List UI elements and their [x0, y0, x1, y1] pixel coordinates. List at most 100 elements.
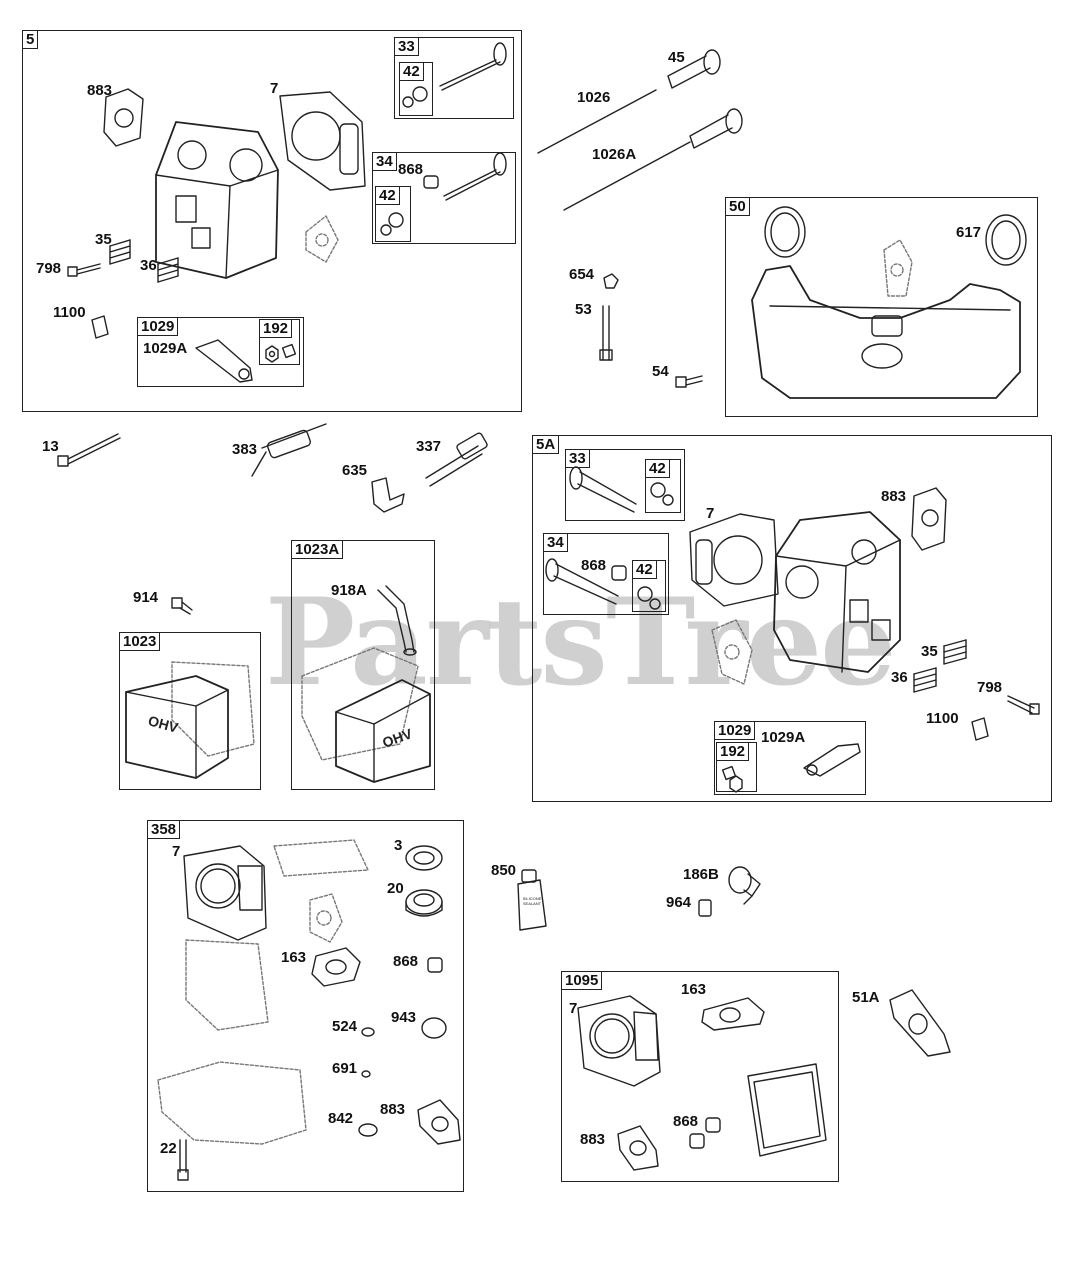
part-label-635[interactable]: 635 [342, 462, 368, 479]
part-label-186B[interactable]: 186B [683, 866, 719, 883]
part-label-883-b[interactable]: 883 [881, 488, 907, 505]
gasket-883-drawing[interactable] [103, 88, 144, 147]
head-gasket-7-drawing[interactable] [279, 91, 366, 191]
part-label-883-c[interactable]: 883 [380, 1101, 406, 1118]
kit-tag-42-d[interactable]: 42 [632, 560, 657, 579]
bolt-54-drawing[interactable] [675, 375, 703, 388]
spark-plug-wire-383-drawing[interactable] [251, 423, 327, 477]
cover-gasket-1023A-drawing[interactable] [301, 647, 419, 761]
bolt-798-drawing[interactable] [67, 263, 101, 277]
cylinder-head-b-drawing[interactable] [773, 511, 901, 673]
screw-914-drawing[interactable] [171, 597, 193, 615]
valve-34-drawing[interactable] [443, 152, 507, 201]
nut-654-drawing[interactable] [603, 273, 619, 289]
part-label-883[interactable]: 883 [87, 82, 113, 99]
intake-gasket-b-drawing[interactable] [711, 619, 753, 685]
part-label-163[interactable]: 163 [281, 949, 307, 966]
part-label-524[interactable]: 524 [332, 1018, 358, 1035]
clip-1100-drawing[interactable] [91, 315, 109, 339]
kit-tag-1023[interactable]: 1023 [119, 632, 161, 651]
part-label-850[interactable]: 850 [491, 862, 517, 879]
valve-cover-1023-drawing[interactable] [125, 675, 229, 779]
part-label-35[interactable]: 35 [95, 231, 112, 248]
oil-seal-3-drawing[interactable] [405, 845, 443, 871]
kit-tag-34[interactable]: 34 [372, 152, 397, 171]
clip-1100-b-drawing[interactable] [971, 717, 989, 741]
part-label-54[interactable]: 54 [652, 363, 669, 380]
exhaust-manifold-drawing[interactable] [751, 265, 1021, 399]
part-label-7-c[interactable]: 7 [172, 843, 181, 860]
gasket-883-b-drawing[interactable] [911, 487, 947, 551]
part-label-868[interactable]: 868 [398, 161, 424, 178]
part-label-918A[interactable]: 918A [331, 582, 367, 599]
part-label-883-d[interactable]: 883 [580, 1131, 606, 1148]
kit-tag-42-b[interactable]: 42 [375, 186, 400, 205]
kit-tag-1023A[interactable]: 1023A [291, 540, 344, 559]
part-label-798[interactable]: 798 [36, 260, 62, 277]
o-ring-943-drawing[interactable] [421, 1017, 447, 1039]
kit-tag-358[interactable]: 358 [147, 820, 181, 839]
intake-gasket-drawing[interactable] [305, 215, 339, 263]
valve-keeper-42-b-drawing[interactable] [380, 212, 404, 236]
manifold-gasket-drawing[interactable] [883, 239, 913, 297]
part-label-943[interactable]: 943 [391, 1009, 417, 1026]
push-rod-1026A-drawing[interactable] [563, 141, 691, 211]
sealant-tube-850-drawing[interactable] [517, 869, 547, 931]
crankcase-gasket-drawing[interactable] [157, 1061, 307, 1145]
o-ring-691-drawing[interactable] [361, 1070, 371, 1078]
kit-tag-1095[interactable]: 1095 [561, 971, 603, 990]
breather-186B-drawing[interactable] [728, 866, 761, 905]
kit-tag-1029-b[interactable]: 1029 [714, 721, 756, 740]
part-label-1029A-b[interactable]: 1029A [761, 729, 806, 746]
tappet-45-drawing[interactable] [667, 49, 721, 89]
valve-cover-1023A-drawing[interactable] [335, 679, 431, 783]
gasket-617-drawing[interactable] [764, 206, 1027, 266]
part-label-20[interactable]: 20 [387, 880, 404, 897]
kit-tag-50[interactable]: 50 [725, 197, 750, 216]
cover-gasket-1023-drawing[interactable] [171, 661, 255, 757]
part-label-1100-b[interactable]: 1100 [926, 710, 959, 727]
part-label-914[interactable]: 914 [133, 589, 159, 606]
part-label-842[interactable]: 842 [328, 1110, 354, 1127]
valve-keeper-42-d-drawing[interactable] [637, 586, 661, 610]
gasket-51A-drawing[interactable] [889, 989, 951, 1057]
cylinder-head-drawing[interactable] [155, 121, 279, 279]
part-label-868-b[interactable]: 868 [581, 557, 607, 574]
valve-33-drawing[interactable] [439, 42, 507, 91]
part-label-45[interactable]: 45 [668, 49, 685, 66]
push-rod-1026-drawing[interactable] [537, 89, 657, 154]
part-label-35-b[interactable]: 35 [921, 643, 938, 660]
part-label-868-d[interactable]: 868 [673, 1113, 699, 1130]
part-label-7-d[interactable]: 7 [569, 1000, 578, 1017]
nut-192-drawing[interactable] [265, 343, 297, 363]
o-ring-842-drawing[interactable] [358, 1123, 378, 1137]
tappet-1026A-drawing[interactable] [689, 108, 743, 149]
part-label-1029A[interactable]: 1029A [143, 340, 188, 357]
valve-seal-868-d-drawing[interactable] [689, 1117, 721, 1149]
gasket-883-c-drawing[interactable] [417, 1099, 461, 1145]
rocker-arm-1029A-b-drawing[interactable] [803, 743, 861, 777]
cover-gasket-358-drawing[interactable] [185, 939, 269, 1031]
valve-keeper-42-drawing[interactable] [402, 86, 428, 108]
valve-spring-36-drawing[interactable] [157, 257, 179, 283]
bolt-798-b-drawing[interactable] [1007, 695, 1040, 715]
kit-tag-42[interactable]: 42 [399, 62, 424, 81]
kit-tag-33[interactable]: 33 [394, 37, 419, 56]
kit-tag-34-b[interactable]: 34 [543, 533, 568, 552]
valve-33-b-drawing[interactable] [569, 466, 637, 513]
valve-34-b-drawing[interactable] [545, 558, 619, 605]
boot-635-drawing[interactable] [371, 477, 405, 513]
part-label-22[interactable]: 22 [160, 1140, 177, 1157]
part-label-337[interactable]: 337 [416, 438, 442, 455]
head-gasket-7-b-drawing[interactable] [689, 513, 779, 607]
part-label-654[interactable]: 654 [569, 266, 595, 283]
valve-seal-868-b-drawing[interactable] [611, 565, 627, 581]
kit-tag-192-b[interactable]: 192 [716, 742, 750, 761]
part-label-7[interactable]: 7 [270, 80, 279, 97]
part-label-964[interactable]: 964 [666, 894, 692, 911]
nut-192-b-drawing[interactable] [721, 765, 743, 793]
o-ring-524-drawing[interactable] [361, 1027, 375, 1037]
valve-spring-35-drawing[interactable] [109, 239, 131, 265]
part-label-617[interactable]: 617 [956, 224, 982, 241]
part-label-7-b[interactable]: 7 [706, 505, 715, 522]
